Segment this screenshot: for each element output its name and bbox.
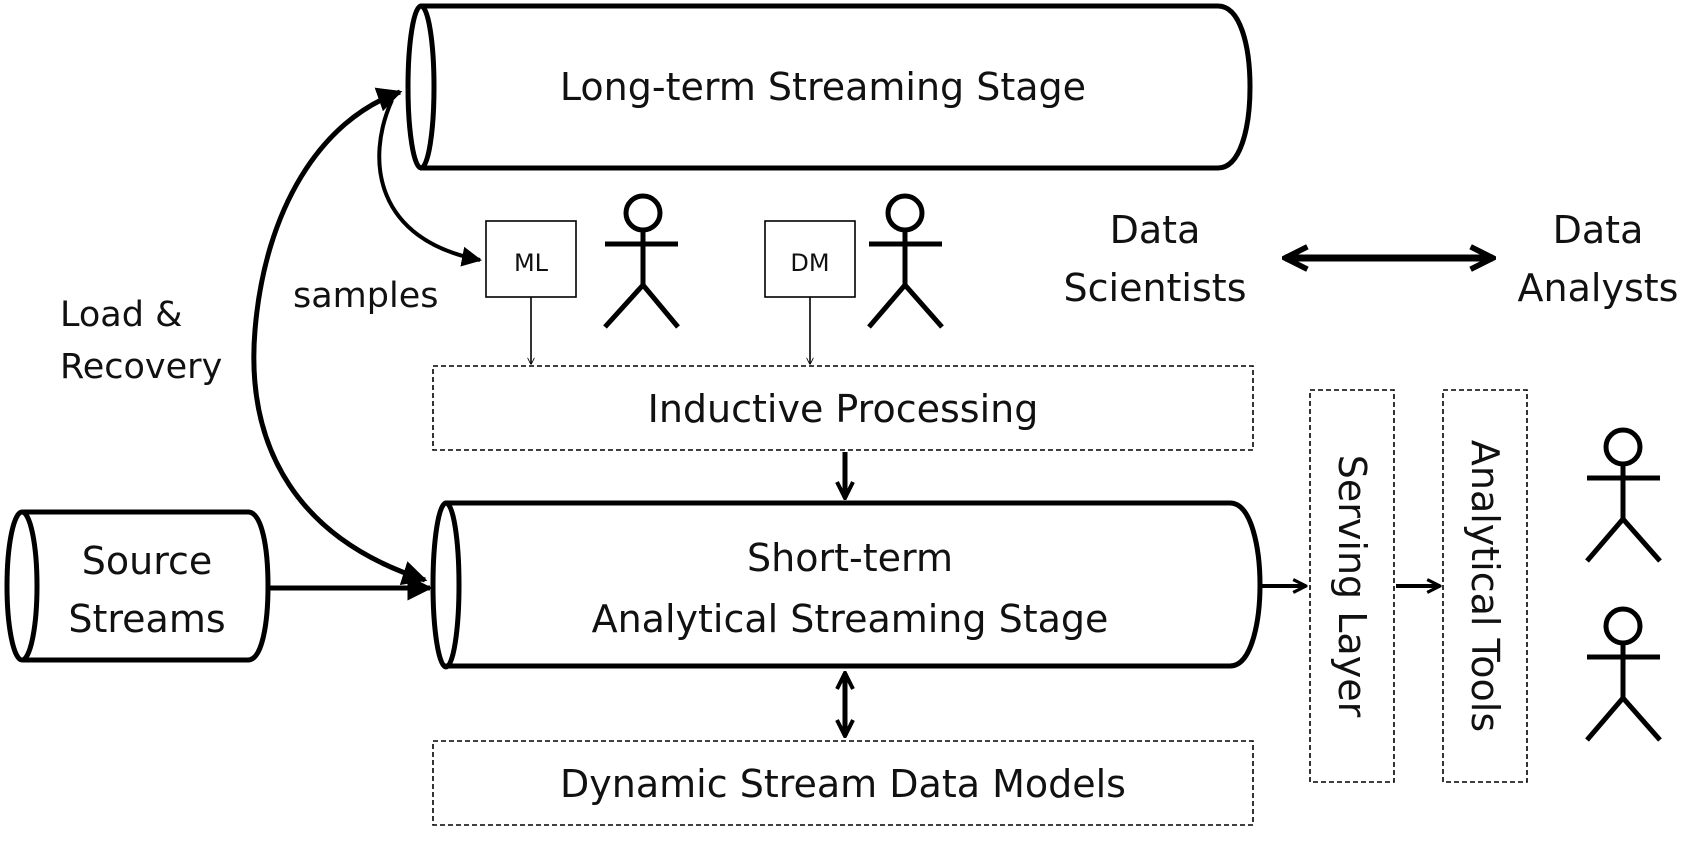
person-icon-data-scientist-1 xyxy=(603,193,680,329)
source-streams-label-line2: Streams xyxy=(68,597,225,641)
source-streams-cylinder: Source Streams xyxy=(4,509,271,663)
person-icon-data-analyst-1 xyxy=(1585,427,1662,563)
samples-label: samples xyxy=(293,276,439,316)
samples-arrow xyxy=(377,99,482,267)
short-term-stage-cylinder: Short-term Analytical Streaming Stage xyxy=(430,500,1263,670)
dynamic-models-box: Dynamic Stream Data Models xyxy=(432,740,1254,826)
inductive-processing-label: Inductive Processing xyxy=(648,387,1039,431)
data-analysts-label-line2: Analysts xyxy=(1518,266,1679,310)
analytical-tools-box: Analytical Tools xyxy=(1442,389,1528,783)
short-term-stage-label-line2: Analytical Streaming Stage xyxy=(592,597,1109,641)
load-recovery-arrow xyxy=(251,87,428,586)
source-streams-label-line1: Source xyxy=(82,539,213,583)
long-term-stage-cylinder: Long-term Streaming Stage xyxy=(405,3,1253,171)
person-icon-data-scientist-2 xyxy=(867,193,944,329)
person-icon-data-analyst-2 xyxy=(1585,606,1662,742)
serving-layer-label: Serving Layer xyxy=(1330,455,1374,718)
long-term-stage-label: Long-term Streaming Stage xyxy=(560,65,1086,109)
short-term-stage-label-line1: Short-term xyxy=(747,536,953,580)
dynamic-models-label: Dynamic Stream Data Models xyxy=(560,762,1126,806)
inductive-processing-box: Inductive Processing xyxy=(432,365,1254,451)
analytical-tools-label: Analytical Tools xyxy=(1463,440,1507,732)
data-analysts-label-line1: Data xyxy=(1553,208,1644,252)
data-scientists-label-line2: Scientists xyxy=(1064,266,1247,310)
load-recovery-label-line2: Recovery xyxy=(60,347,222,387)
load-recovery-label-line1: Load & xyxy=(60,295,182,335)
dm-box: DM xyxy=(764,220,856,298)
dm-label: DM xyxy=(790,249,829,277)
ml-box: ML xyxy=(485,220,577,298)
serving-layer-box: Serving Layer xyxy=(1309,389,1395,783)
ml-label: ML xyxy=(514,249,549,277)
data-scientists-label-line1: Data xyxy=(1110,208,1201,252)
